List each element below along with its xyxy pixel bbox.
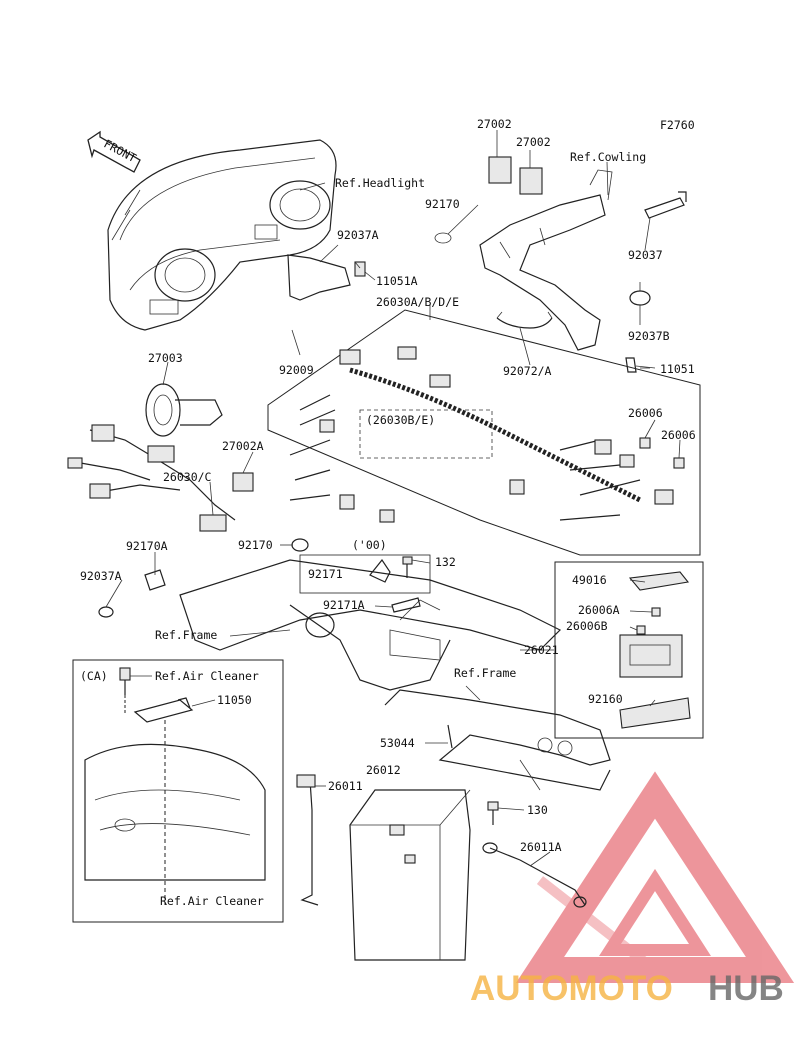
part-92072-band — [496, 311, 553, 329]
watermark-text: AUTOMOTO HUB — [470, 969, 784, 1008]
leader-lines — [105, 130, 681, 867]
label-92037a-low: 92037A — [80, 569, 122, 583]
label-ref-air-cleaner-bottom: Ref.Air Cleaner — [160, 894, 264, 908]
ca-callout-box — [72, 659, 284, 923]
part-labels: F2760 27002 27002 Ref.Cowling Ref.Headli… — [80, 117, 696, 908]
battery-cable-26011 — [296, 774, 319, 906]
label-ref-air-cleaner-top: Ref.Air Cleaner — [155, 669, 259, 683]
bolt-130 — [487, 801, 499, 825]
label-26006-b: 26006 — [661, 428, 696, 442]
label-27003: 27003 — [148, 351, 183, 365]
part-92037a-clip — [98, 606, 114, 618]
label-ca: (CA) — [80, 669, 108, 683]
label-26030abde: 26030A/B/D/E — [376, 295, 459, 309]
label-11051: 11051 — [660, 362, 695, 376]
label-27002a: 27002A — [222, 439, 264, 453]
label-53044: 53044 — [380, 736, 415, 750]
part-92171-clamp — [299, 554, 431, 613]
label-130: 130 — [527, 803, 548, 817]
left-sub-harness — [67, 424, 254, 532]
watermark-brand-part2: HUB — [708, 969, 784, 1008]
horn-assembly — [145, 383, 223, 437]
label-92170-top: 92170 — [425, 197, 460, 211]
part-26006-connector-a — [639, 437, 651, 449]
label-ref-frame-right: Ref.Frame — [454, 666, 516, 680]
label-26030be: (26030B/E) — [366, 413, 435, 427]
part-92037-strap — [644, 191, 687, 219]
watermark-brand-part1: AUTOMOTO — [470, 969, 673, 1008]
sub-harness-callout-box — [359, 409, 493, 459]
label-92009: 92009 — [279, 363, 314, 377]
rear-frame — [384, 689, 611, 791]
part-92037b-clamp — [629, 282, 651, 306]
figure-code: F2760 — [660, 118, 695, 132]
part-26006-connector-b — [673, 457, 685, 469]
label-27002-b: 27002 — [516, 135, 551, 149]
label-26006-a: 26006 — [628, 406, 663, 420]
label-11051a: 11051A — [376, 274, 418, 288]
ecu-callout-box — [554, 561, 704, 739]
label-26011a: 26011A — [520, 840, 562, 854]
label-ref-cowling: Ref.Cowling — [570, 150, 646, 164]
label-92171: 92171 — [308, 567, 343, 581]
main-wiring-harness — [267, 309, 701, 556]
headlight-bracket — [287, 254, 366, 301]
label-132: 132 — [435, 555, 456, 569]
label-92037b: 92037B — [628, 329, 670, 343]
label-ref-headlight: Ref.Headlight — [335, 176, 425, 190]
part-92170-clip — [291, 538, 309, 552]
label-26030c: 26030/C — [163, 470, 212, 484]
battery-cable-26011a — [482, 842, 587, 908]
part-11051-clip — [625, 357, 637, 373]
label-92037a-top: 92037A — [337, 228, 379, 242]
label-11050: 11050 — [217, 693, 252, 707]
label-92170-mid: 92170 — [238, 538, 273, 552]
watermark-logo-mark — [515, 771, 795, 983]
label-26012: 26012 — [366, 763, 401, 777]
front-arrow-icon: FRONT — [87, 130, 141, 173]
label-92171a: 92171A — [323, 598, 365, 612]
label-92170a: 92170A — [126, 539, 168, 553]
label-26021: 26021 — [524, 643, 559, 657]
label-27002-a: 27002 — [477, 117, 512, 131]
battery — [349, 789, 471, 961]
headlight-assembly — [107, 139, 337, 331]
label-00-note: ('00) — [352, 538, 387, 552]
label-ref-frame-left: Ref.Frame — [155, 628, 217, 642]
part-53044-pin — [447, 724, 453, 749]
bolt-132 — [402, 556, 413, 578]
label-49016: 49016 — [572, 573, 607, 587]
label-92160: 92160 — [588, 692, 623, 706]
label-26006a: 26006A — [578, 603, 620, 617]
label-92072a: 92072/A — [503, 364, 552, 378]
cowling-bracket — [434, 156, 613, 351]
label-92037: 92037 — [628, 248, 663, 262]
label-26011: 26011 — [328, 779, 363, 793]
label-26006b: 26006B — [566, 619, 608, 633]
